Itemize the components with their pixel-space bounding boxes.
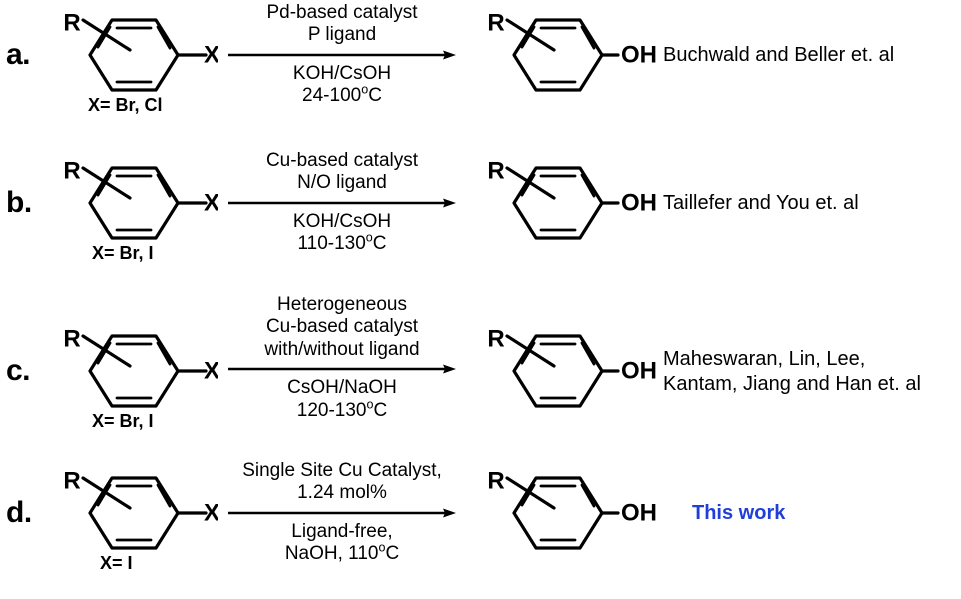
- degree-symbol: o: [361, 82, 369, 97]
- reactant-structure-c: R X: [58, 324, 218, 412]
- degree-symbol: o: [378, 540, 386, 555]
- citation-line: This work: [692, 502, 786, 524]
- product-structure-c: R OH: [482, 324, 657, 412]
- citation-a: Buchwald and Beller et. al: [663, 43, 894, 68]
- condition-above-line: Heterogeneous: [277, 294, 407, 315]
- svg-text:OH: OH: [621, 41, 657, 68]
- x-definition-c: X= Br, I: [92, 411, 154, 431]
- product-structure-a: R OH: [482, 8, 657, 96]
- temperature-value: 24-100: [302, 85, 362, 107]
- row-label-a: a.: [6, 38, 31, 71]
- condition-below-base: CsOH/NaOH: [287, 377, 397, 399]
- svg-text:X: X: [204, 189, 218, 216]
- reaction-arrow-d: [228, 507, 456, 519]
- condition-above-line: Cu-based catalyst: [265, 150, 419, 171]
- svg-text:R: R: [487, 9, 504, 36]
- row-label-c: c.: [6, 354, 31, 387]
- x-definition-b: X= Br, I: [92, 243, 154, 263]
- condition-above-line: 1.24 mol%: [297, 482, 387, 504]
- citation-line: Buchwald and Beller et. al: [663, 44, 895, 66]
- svg-text:X: X: [204, 499, 218, 526]
- svg-text:R: R: [63, 157, 80, 184]
- temperature-value: 120-130: [296, 399, 367, 421]
- svg-text:X: X: [204, 41, 218, 68]
- svg-text:R: R: [63, 325, 80, 352]
- reaction-arrow-c: [228, 363, 456, 375]
- reaction-row-b: b. R X X= Br, I Cu-based catalyst: [0, 148, 961, 293]
- row-label-d: d.: [6, 496, 32, 529]
- condition-above-line: with/without ligand: [264, 338, 420, 360]
- product-structure-b: R OH: [482, 156, 657, 244]
- svg-text:R: R: [63, 9, 80, 36]
- reaction-arrow-a: [228, 49, 456, 61]
- reactant-structure-d: R X: [58, 466, 218, 554]
- citation-line: Maheswaran, Lin, Lee,: [663, 348, 866, 370]
- citation-line: Taillefer and You et. al: [663, 192, 859, 214]
- condition-below-temperature: NaOH, 110oC: [228, 540, 456, 565]
- reaction-arrow-b: [228, 197, 456, 209]
- reaction-row-d: d. R X X= I Single Site Cu Catalyst,: [0, 458, 961, 599]
- reaction-row-a: a.: [0, 0, 961, 145]
- condition-below-temperature: 24-100oC: [228, 82, 456, 107]
- conditions-c: Heterogeneous Cu-based catalyst with/wit…: [228, 294, 456, 422]
- conditions-b: Cu-based catalyst N/O ligand KOH/CsOH 11…: [228, 150, 456, 256]
- x-definition-a: X= Br, Cl: [88, 95, 163, 115]
- product-structure-d: R OH: [482, 466, 657, 554]
- condition-below-temperature: 120-130oC: [228, 397, 456, 422]
- temperature-unit: C: [372, 233, 387, 255]
- temperature-unit: C: [385, 543, 400, 565]
- citation-line: Kantam, Jiang and Han et. al: [663, 373, 921, 395]
- citation-c: Maheswaran, Lin, Lee, Kantam, Jiang and …: [663, 347, 921, 397]
- temperature-unit: C: [368, 85, 382, 107]
- degree-symbol: o: [365, 230, 373, 245]
- conditions-d: Single Site Cu Catalyst, 1.24 mol% Ligan…: [228, 460, 456, 566]
- svg-text:OH: OH: [621, 499, 657, 526]
- condition-above-line: N/O ligand: [297, 172, 387, 194]
- condition-above-line: Cu-based catalyst: [265, 316, 419, 338]
- svg-text:X: X: [204, 357, 218, 384]
- svg-text:OH: OH: [621, 357, 657, 384]
- condition-above-line: Single Site Cu Catalyst,: [242, 460, 442, 481]
- condition-above-line: P ligand: [307, 24, 377, 46]
- citation-d-this-work: This work: [692, 501, 785, 526]
- svg-text:R: R: [487, 467, 504, 494]
- svg-text:R: R: [487, 325, 504, 352]
- temperature-value: NaOH, 110: [284, 543, 379, 565]
- conditions-a: Pd-based catalyst P ligand KOH/CsOH 24-1…: [228, 2, 456, 108]
- row-label-b: b.: [6, 186, 32, 219]
- citation-b: Taillefer and You et. al: [663, 191, 859, 216]
- reaction-row-c: c. R X X= Br, I Heterogeneous: [0, 292, 961, 457]
- condition-below-base: KOH/CsOH: [292, 62, 392, 84]
- x-definition-d: X= I: [100, 553, 133, 573]
- temperature-value: 110-130: [297, 233, 366, 255]
- condition-below-base: Ligand-free,: [291, 520, 393, 542]
- reactant-structure-b: R X: [58, 156, 218, 244]
- condition-below-base: KOH/CsOH: [292, 210, 392, 232]
- svg-text:R: R: [487, 157, 504, 184]
- condition-above-line: Pd-based catalyst: [266, 2, 418, 23]
- reactant-structure-a: R X: [58, 8, 218, 96]
- degree-symbol: o: [366, 397, 374, 412]
- temperature-unit: C: [373, 399, 388, 421]
- svg-text:OH: OH: [621, 189, 657, 216]
- svg-text:R: R: [63, 467, 80, 494]
- condition-below-temperature: 110-130oC: [228, 230, 456, 255]
